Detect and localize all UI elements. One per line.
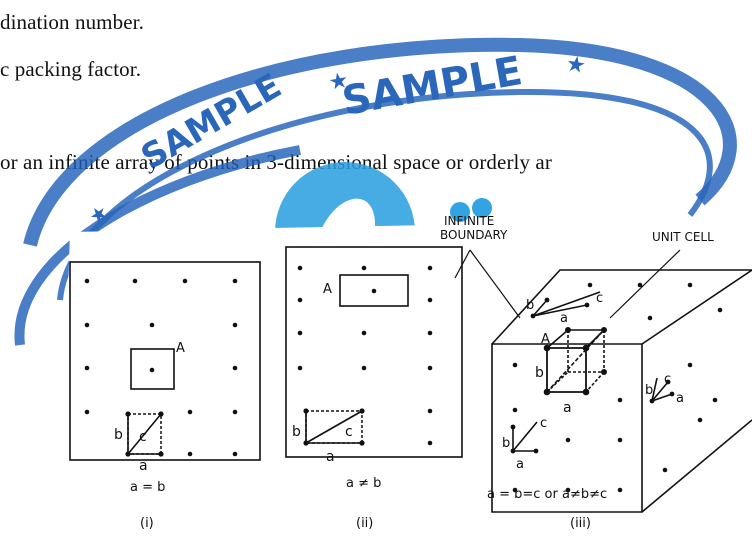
panel-iii-front-vector-a: a [516,457,524,472]
panel-iii-top-vector-c: c [596,291,603,306]
panel-ii [285,246,463,458]
panel-iii-front-vector-b: b [502,436,510,451]
panel-i-vector-a: a [139,458,148,474]
panel-i-boundary [69,261,261,461]
panel-iii-front-vector-c: c [540,416,547,431]
panel-i-vector-b: b [114,427,123,443]
panel-iii-numeral: (iii) [570,516,591,531]
svg-text:★: ★ [564,50,588,78]
panel-iii-cell-label: A [541,332,550,347]
panel-i-caption: a = b [130,480,165,495]
panel-ii-boundary [285,246,463,458]
text-line-packing-factor: c packing factor. [0,57,142,81]
panel-i-numeral: (i) [140,516,154,531]
panel-iii-top-vector-a: a [560,311,568,326]
text-line-coordination: dination number. [0,10,144,34]
panel-iii-caption: a = b=c or a≠b≠c [487,487,607,502]
panel-iii-side-vector-a: a [676,391,684,406]
infinite-boundary-label-line: BOUNDARY [440,228,508,242]
svg-text:★: ★ [327,67,351,95]
panel-ii-vector-b: b [292,424,301,440]
panel-i [69,261,261,461]
panel-iii-side-vector-b: b [645,383,653,398]
panel-i-unit-cell-square [130,348,175,390]
panel-ii-vector-a: a [326,449,335,465]
panel-iii [491,269,752,513]
panel-ii-unit-cell-rect [339,274,409,307]
panel-i-cell-label: A [176,341,185,356]
panel-ii-cell-label: A [323,282,332,297]
panel-iii-side-vector-c: c [664,372,671,387]
panel-ii-numeral: (ii) [356,516,373,531]
panel-ii-vector-c: c [345,424,353,440]
panel-i-vector-c: c [139,429,147,445]
panel-iii-cell-vector-a: a [563,400,572,416]
panel-iii-cell-vector-b: b [535,365,544,381]
infinite-boundary-label-line: INFINITE [444,214,494,228]
unit-cell-label: UNIT CELL [652,230,714,244]
panel-ii-caption: a ≠ b [346,476,381,491]
figure-background [60,222,752,546]
panel-iii-top-vector-b: b [526,298,534,313]
